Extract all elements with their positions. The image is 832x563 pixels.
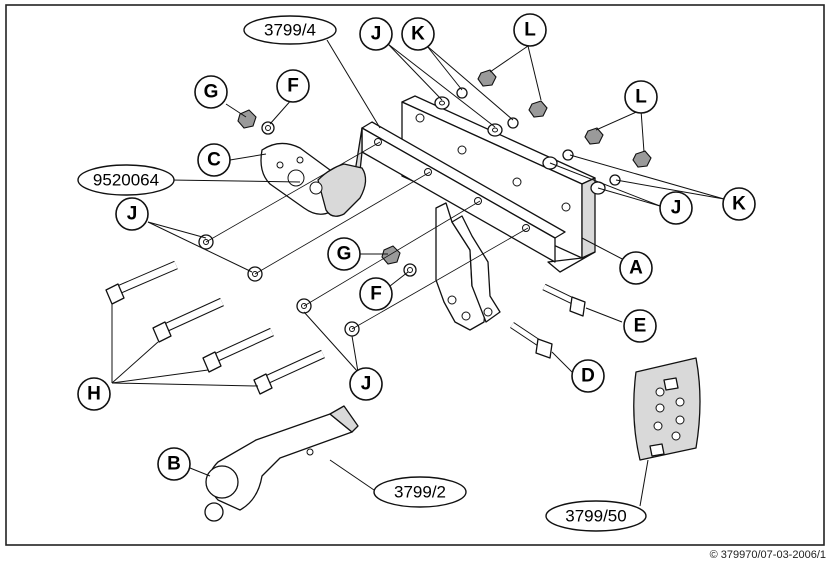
- callout-F-top: F: [276, 69, 310, 103]
- copyright-notice: © 379970/07-03-2006/1: [709, 549, 826, 561]
- ref-3799-50: 3799/50: [545, 500, 647, 532]
- callout-G-top: G: [194, 75, 228, 109]
- callout-K-text: K: [732, 194, 746, 215]
- callout-J-right: J: [659, 191, 693, 225]
- socket-plate-C: [260, 142, 367, 217]
- top-hardware: [434, 69, 652, 195]
- callout-D-text: D: [581, 366, 595, 387]
- callout-J-text: J: [127, 204, 138, 225]
- callout-A: A: [619, 251, 653, 285]
- callout-L-top: L: [513, 13, 547, 47]
- callout-F-text: F: [287, 76, 299, 97]
- callout-L-text: L: [524, 20, 536, 41]
- bolts-H: [105, 141, 529, 395]
- callout-D: D: [571, 359, 605, 393]
- callout-L-text: L: [635, 87, 647, 108]
- callout-H-text: H: [87, 384, 101, 405]
- ref-3799-2-text: 3799/2: [394, 483, 446, 502]
- callout-E-text: E: [634, 316, 647, 337]
- callout-J-left: J: [115, 197, 149, 231]
- callout-F-text: F: [370, 284, 382, 305]
- bolt-D: [510, 322, 553, 359]
- tow-ball-B: [204, 405, 359, 522]
- nut-washer-top: [237, 109, 275, 135]
- nut-washer-middle: [381, 245, 417, 277]
- callout-B-text: B: [167, 454, 181, 475]
- leader-lines: [111, 39, 725, 507]
- manual-3799-50: [633, 357, 701, 461]
- callout-K-top: K: [401, 17, 435, 51]
- callout-C-text: C: [207, 150, 221, 171]
- callout-H: H: [77, 377, 111, 411]
- callout-C: C: [197, 143, 231, 177]
- callout-J-text: J: [371, 24, 382, 45]
- callout-G-text: G: [204, 82, 219, 103]
- ref-3799-50-text: 3799/50: [565, 507, 626, 526]
- callout-B: B: [157, 447, 191, 481]
- callout-J-text: J: [361, 374, 372, 395]
- callout-K-text: K: [411, 24, 425, 45]
- callout-J-text: J: [671, 198, 682, 219]
- callout-L-right: L: [624, 80, 658, 114]
- diagram-frame: [5, 4, 825, 546]
- callout-K-right: K: [722, 187, 756, 221]
- callout-G-text: G: [337, 244, 352, 265]
- callout-A-text: A: [629, 258, 643, 279]
- ref-3799-2: 3799/2: [373, 476, 467, 508]
- ref-9520064-text: 9520064: [93, 171, 159, 190]
- mounting-bracket-3799-4: [354, 121, 566, 263]
- bolt-E: [542, 283, 586, 317]
- callout-F-middle: F: [359, 277, 393, 311]
- callout-E: E: [623, 309, 657, 343]
- ref-9520064: 9520064: [77, 164, 175, 196]
- callout-G-middle: G: [327, 237, 361, 271]
- callout-J-top: J: [359, 17, 393, 51]
- ref-3799-4: 3799/4: [243, 15, 337, 45]
- callout-J-bottom: J: [349, 367, 383, 401]
- ref-3799-4-text: 3799/4: [264, 21, 316, 40]
